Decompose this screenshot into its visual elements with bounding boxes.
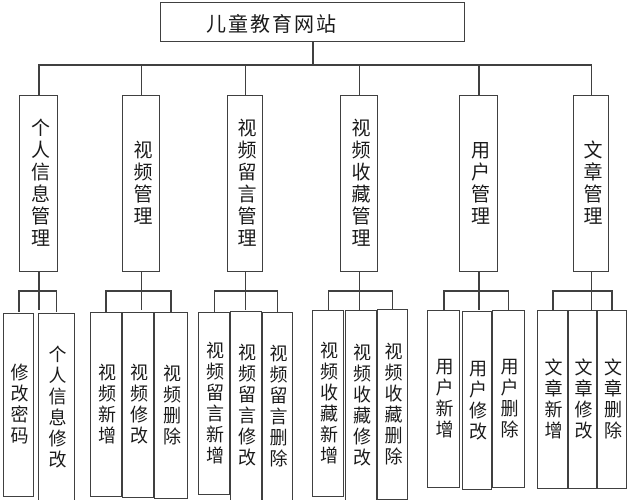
- connector-root-drop: [312, 42, 314, 64]
- branch-node-video-comment: 视频留言管理: [227, 95, 263, 272]
- root-node: 儿童教育网站: [160, 2, 465, 42]
- leaf-label: 视频收藏新增: [318, 340, 338, 467]
- leaf-node-video-favorite-add: 视频收藏新增: [312, 310, 344, 497]
- leaf-label: 文章删除: [602, 357, 622, 442]
- leaf-node-video-favorite-delete: 视频收藏删除: [377, 309, 408, 500]
- leaf-node-video-favorite-edit: 视频收藏修改: [345, 310, 377, 500]
- branch-node-video-favorite: 视频收藏管理: [340, 95, 378, 272]
- leaf-label: 视频收藏修改: [351, 342, 371, 469]
- connector-leaf-drop: [105, 290, 107, 312]
- branch-label: 个人信息管理: [28, 117, 49, 250]
- leaf-label: 修改密码: [8, 363, 29, 447]
- connector-leaf-drop: [391, 290, 393, 312]
- leaf-label: 视频留言修改: [236, 343, 256, 469]
- connector-branch-drop-5: [478, 64, 480, 95]
- leaf-node-article-add: 文章新增: [537, 310, 568, 489]
- connector-leaf-drop: [170, 290, 172, 312]
- leaf-node-video-delete: 视频删除: [154, 312, 188, 499]
- connector-group-horizontal-5: [443, 290, 509, 292]
- connector-group-horizontal-3: [213, 290, 278, 292]
- leaf-label: 视频新增: [96, 362, 116, 447]
- leaf-label: 个人信息修改: [46, 344, 67, 471]
- branch-node-video: 视频管理: [122, 95, 160, 272]
- connector-leaf-drop: [213, 290, 215, 312]
- connector-leaf-drop: [327, 290, 329, 312]
- connector-group-horizontal-6: [552, 290, 613, 292]
- connector-leaf-drop: [552, 290, 554, 312]
- branch-node-personal-info: 个人信息管理: [19, 95, 58, 272]
- connector-leaf-drop: [443, 290, 445, 312]
- branch-label: 文章管理: [580, 139, 602, 228]
- connector-branch-drop-3: [244, 64, 246, 95]
- branch-node-user: 用户管理: [459, 95, 498, 272]
- leaf-label: 用户修改: [467, 358, 487, 443]
- connector-group-horizontal-1: [18, 290, 57, 292]
- leaf-label: 文章新增: [542, 357, 563, 442]
- connector-trunk-horizontal: [38, 64, 592, 66]
- leaf-node-video-edit: 视频修改: [122, 312, 154, 498]
- connector-branch-drop-2: [140, 64, 142, 95]
- leaf-label: 文章修改: [572, 357, 593, 442]
- branch-label: 视频收藏管理: [348, 117, 370, 250]
- leaf-node-user-edit: 用户修改: [462, 311, 492, 490]
- connector-group-horizontal-2: [105, 290, 172, 292]
- leaf-node-article-edit: 文章修改: [568, 310, 597, 489]
- leaf-node-user-delete: 用户删除: [492, 310, 525, 488]
- leaf-label: 视频收藏删除: [382, 341, 403, 468]
- root-node-label: 儿童教育网站: [206, 13, 338, 36]
- leaf-node-video-comment-add: 视频留言新增: [198, 312, 230, 495]
- branch-label: 用户管理: [468, 139, 489, 228]
- leaf-label: 视频留言新增: [204, 340, 224, 467]
- leaf-node-article-delete: 文章删除: [597, 310, 627, 489]
- leaf-label: 用户新增: [433, 357, 454, 441]
- branch-label: 视频留言管理: [234, 117, 256, 250]
- leaf-node-video-comment-edit: 视频留言修改: [230, 311, 262, 500]
- connector-branch-drop-1: [38, 64, 40, 95]
- leaf-label: 视频留言删除: [267, 343, 288, 470]
- leaf-node-video-comment-delete: 视频留言删除: [262, 312, 293, 500]
- leaf-node-user-add: 用户新增: [427, 310, 460, 488]
- connector-leaf-drop: [55, 290, 57, 312]
- branch-label: 视频管理: [130, 139, 152, 228]
- connector-branch-drop-4: [358, 64, 360, 95]
- leaf-label: 用户删除: [498, 357, 519, 441]
- leaf-label: 视频修改: [128, 363, 148, 447]
- connector-leaf-drop: [18, 290, 20, 312]
- connector-group-horizontal-4: [327, 290, 393, 292]
- branch-node-article: 文章管理: [573, 95, 609, 272]
- leaf-node-video-add: 视频新增: [90, 312, 122, 497]
- leaf-node-change-password: 修改密码: [3, 313, 34, 497]
- connector-leaf-drop: [276, 290, 278, 312]
- leaf-node-personal-info-edit: 个人信息修改: [38, 313, 75, 500]
- connector-leaf-drop: [611, 290, 613, 312]
- leaf-label: 视频删除: [161, 363, 181, 448]
- connector-branch-drop-6: [590, 64, 592, 95]
- connector-leaf-drop: [507, 290, 509, 312]
